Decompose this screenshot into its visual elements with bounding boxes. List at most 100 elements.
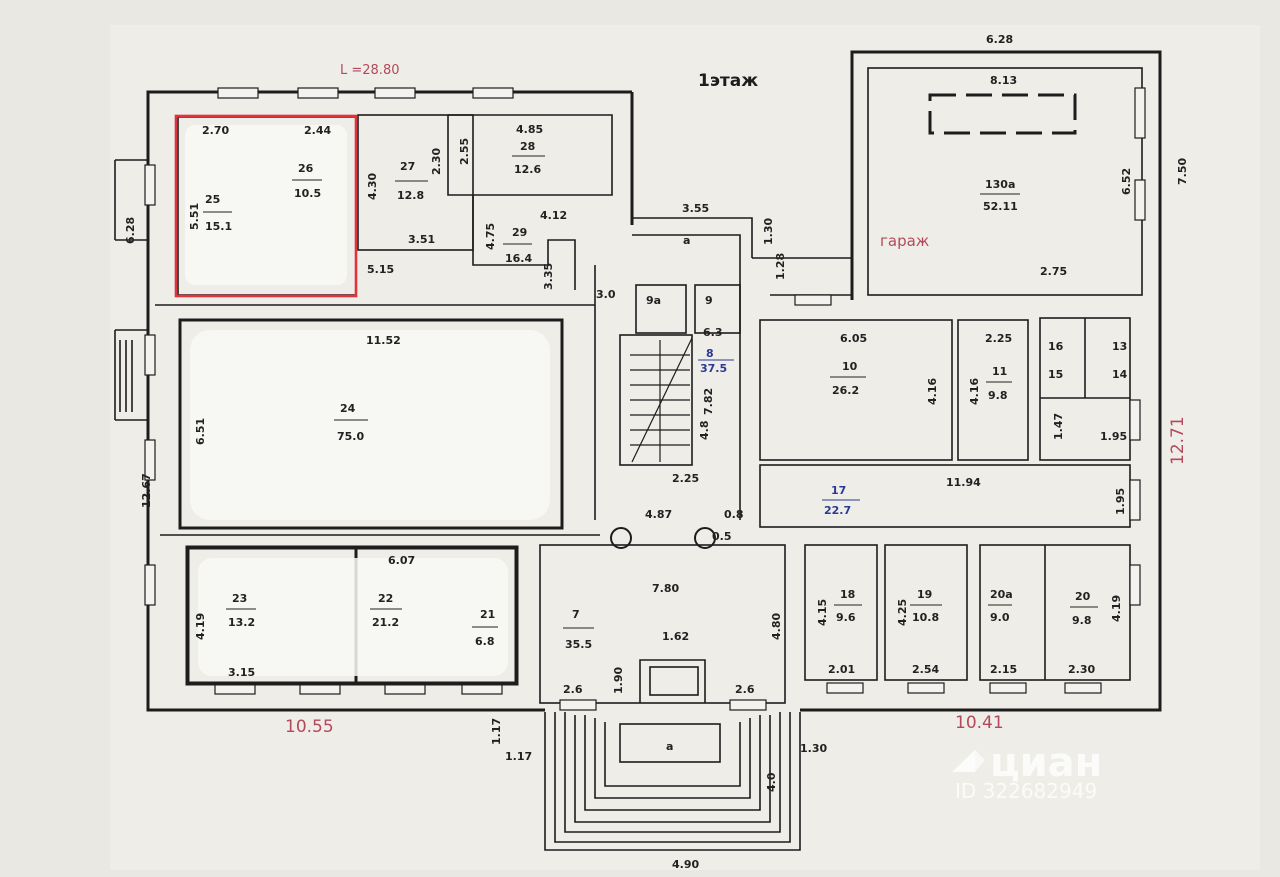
svg-text:2.75: 2.75 xyxy=(1040,265,1067,278)
stair-treads xyxy=(630,337,693,463)
svg-text:а: а xyxy=(666,740,673,753)
svg-text:130a: 130a xyxy=(985,178,1015,191)
svg-text:21: 21 xyxy=(480,608,495,621)
entrance-steps xyxy=(544,712,801,851)
room-labels: 25 15.1 26 10.5 27 12.8 28 12.6 29 16.4 … xyxy=(203,140,1098,651)
svg-text:2.44: 2.44 xyxy=(304,124,331,137)
room-9a-walls xyxy=(635,284,687,334)
small-labels: а а 13 14 15 16 xyxy=(666,234,1128,753)
svg-text:8: 8 xyxy=(706,347,714,360)
svg-text:2.30: 2.30 xyxy=(1068,663,1095,676)
svg-text:1.28: 1.28 xyxy=(774,253,787,280)
svg-text:2.30: 2.30 xyxy=(430,148,443,175)
svg-text:4.25: 4.25 xyxy=(896,599,909,626)
svg-text:13: 13 xyxy=(1112,340,1127,353)
svg-text:18: 18 xyxy=(840,588,855,601)
svg-text:19: 19 xyxy=(917,588,932,601)
watermark-id: ID 322682949 xyxy=(955,779,1097,803)
svg-text:9a: 9a xyxy=(646,294,661,307)
svg-text:35.5: 35.5 xyxy=(565,638,592,651)
cian-logo-icon xyxy=(952,750,985,772)
svg-text:11.94: 11.94 xyxy=(946,476,981,489)
vestibule-wall xyxy=(632,217,753,258)
svg-text:7: 7 xyxy=(572,608,580,621)
svg-text:1.47: 1.47 xyxy=(1052,413,1065,440)
svg-text:3.0: 3.0 xyxy=(596,288,616,301)
column-right xyxy=(694,527,716,549)
svg-text:3.35: 3.35 xyxy=(542,263,555,290)
svg-text:12.6: 12.6 xyxy=(514,163,541,176)
svg-text:0.8: 0.8 xyxy=(724,508,744,521)
svg-text:9.0: 9.0 xyxy=(990,611,1010,624)
svg-text:28: 28 xyxy=(520,140,535,153)
svg-text:12.8: 12.8 xyxy=(397,189,424,202)
svg-text:4.80: 4.80 xyxy=(770,613,783,640)
svg-text:1.17: 1.17 xyxy=(490,718,503,745)
svg-text:4.75: 4.75 xyxy=(484,223,497,250)
svg-text:2.25: 2.25 xyxy=(672,472,699,485)
svg-text:17: 17 xyxy=(831,484,846,497)
garage-label: гараж xyxy=(880,232,929,250)
watermark-brand: циан xyxy=(990,740,1102,786)
svg-text:22.7: 22.7 xyxy=(824,504,851,517)
svg-text:7.82: 7.82 xyxy=(702,388,715,415)
svg-text:6.3: 6.3 xyxy=(703,326,723,339)
garage-car-outline xyxy=(928,93,1077,135)
svg-text:15: 15 xyxy=(1048,368,1063,381)
svg-text:1.17: 1.17 xyxy=(505,750,532,763)
svg-text:2.70: 2.70 xyxy=(202,124,229,137)
floor-title: 1этаж xyxy=(698,71,758,91)
svg-text:6.8: 6.8 xyxy=(475,635,495,648)
vestibule-wall-2 xyxy=(632,234,741,258)
garage-outer-wall xyxy=(800,50,1162,712)
svg-text:2.55: 2.55 xyxy=(458,138,471,165)
svg-text:21.2: 21.2 xyxy=(372,616,399,629)
svg-text:4.85: 4.85 xyxy=(516,123,543,136)
svg-text:3.51: 3.51 xyxy=(408,233,435,246)
watermark: циан ID 322682949 xyxy=(952,740,1102,803)
room-29-walls xyxy=(472,195,576,290)
svg-text:4.0: 4.0 xyxy=(765,772,778,792)
svg-text:2.01: 2.01 xyxy=(828,663,855,676)
svg-text:6.28: 6.28 xyxy=(124,217,137,244)
svg-text:10.8: 10.8 xyxy=(912,611,939,624)
room-20-walls xyxy=(979,544,1131,681)
svg-text:10.5: 10.5 xyxy=(294,187,321,200)
svg-text:14: 14 xyxy=(1112,368,1128,381)
svg-text:7.80: 7.80 xyxy=(652,582,679,595)
highlight-rooms-25-26 xyxy=(174,114,358,298)
svg-text:3.55: 3.55 xyxy=(682,202,709,215)
svg-text:9: 9 xyxy=(705,294,713,307)
svg-text:0.5: 0.5 xyxy=(712,530,732,543)
room-11-walls xyxy=(957,319,1029,461)
windows xyxy=(144,87,1146,711)
svg-text:1.30: 1.30 xyxy=(762,218,775,245)
svg-text:6.05: 6.05 xyxy=(840,332,867,345)
svg-text:27: 27 xyxy=(400,160,415,173)
svg-text:9.8: 9.8 xyxy=(988,389,1008,402)
svg-text:2.15: 2.15 xyxy=(990,663,1017,676)
svg-text:6.51: 6.51 xyxy=(194,418,207,445)
svg-text:9.8: 9.8 xyxy=(1072,614,1092,627)
svg-text:8.13: 8.13 xyxy=(990,74,1017,87)
room-18-walls xyxy=(804,544,878,681)
svg-text:26: 26 xyxy=(298,162,314,175)
svg-text:4.16: 4.16 xyxy=(968,378,981,405)
svg-text:75.0: 75.0 xyxy=(337,430,364,443)
svg-text:13.2: 13.2 xyxy=(228,616,255,629)
svg-text:11: 11 xyxy=(992,365,1007,378)
room-28-walls xyxy=(447,114,613,196)
room-7-inner-niche xyxy=(649,666,699,696)
svg-text:29: 29 xyxy=(512,226,527,239)
room-10-walls xyxy=(759,319,953,461)
dimension-labels: 2.70 2.44 5.51 6.28 4.30 2.30 3.51 5.15 … xyxy=(124,33,1189,871)
svg-text:11.52: 11.52 xyxy=(366,334,401,347)
svg-text:37.5: 37.5 xyxy=(700,362,727,375)
bottom-dim-left: 10.55 xyxy=(285,717,334,737)
svg-text:2.6: 2.6 xyxy=(735,683,755,696)
stair-room-walls xyxy=(619,334,693,466)
svg-text:5.15: 5.15 xyxy=(367,263,394,276)
svg-text:24: 24 xyxy=(340,402,356,415)
svg-text:5.51: 5.51 xyxy=(188,203,201,230)
